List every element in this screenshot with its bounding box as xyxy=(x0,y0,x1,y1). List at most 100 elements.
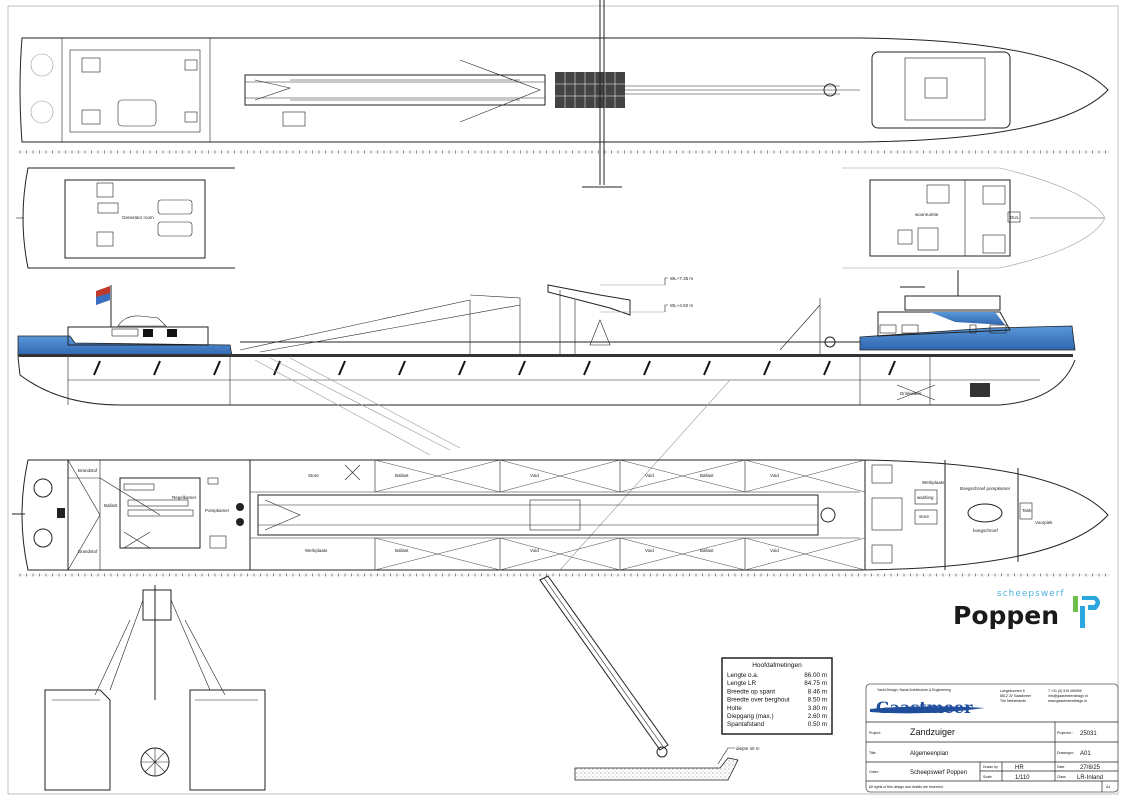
frame-mark xyxy=(703,360,711,376)
dimension-label: Diepgang (max.) xyxy=(727,713,774,720)
ladder-seabed-view: diepte 40 m xyxy=(539,575,760,781)
contact-line: T +31 (0) 515 469999 xyxy=(1048,689,1082,693)
brandstof-top-label: Brandstof xyxy=(78,468,98,473)
compartment-label: Ballast xyxy=(395,473,409,478)
werkplaats-fwd-label: Werkplaats xyxy=(922,480,945,485)
depth-label: diepte 40 m xyxy=(736,746,760,751)
bow-thruster-label: boegschroef xyxy=(973,528,999,533)
dimension-label: Breedte over berghout xyxy=(727,697,790,704)
compartment-cross xyxy=(744,459,866,493)
accommodation-aft-plan: Generator room xyxy=(16,167,235,269)
poppen-logo: scheepswerf Poppen xyxy=(953,589,1100,630)
hopper-grid xyxy=(555,72,625,108)
compartment-cross xyxy=(744,537,866,571)
projectnr-value: 25031 xyxy=(1080,731,1097,737)
frame-mark xyxy=(398,360,406,376)
car-icon xyxy=(117,99,157,127)
address-line: 8612 JV Gaastmeer xyxy=(1000,694,1032,698)
firm-logo: Gaastmeer xyxy=(876,698,973,717)
car-icon xyxy=(117,315,167,327)
frame-mark xyxy=(458,360,466,376)
address-line: The Netherlands xyxy=(1000,699,1026,703)
regelkamer-label: Regelkamer xyxy=(172,495,197,500)
sheet-border xyxy=(7,5,1119,795)
seabed xyxy=(574,757,739,781)
dimension-label: Breedte op spant xyxy=(727,688,775,695)
voorpiek-label: Voorpiek xyxy=(1035,520,1053,525)
dimension-label: Spantafstand xyxy=(727,721,765,728)
dimension-value: 8.50 m xyxy=(808,697,827,704)
title-block: Yacht Design, Naval Architecture & Engin… xyxy=(865,683,1119,793)
date-value: 27/8/25 xyxy=(1080,765,1101,771)
drawn-by-label: Drawn by xyxy=(983,765,998,769)
frame-mark xyxy=(643,360,651,376)
frame-mark xyxy=(213,360,221,376)
compartment-label: Ballast xyxy=(700,473,714,478)
dimension-value: 3.80 m xyxy=(808,705,827,712)
compartment-label: Ballast xyxy=(395,548,409,553)
store-fwd-label: store xyxy=(919,514,930,519)
dimension-value: 84.75 m xyxy=(804,680,827,687)
rights-note: All rights of this design and details ar… xyxy=(869,785,944,789)
compartment-cross xyxy=(374,459,501,493)
firm-tagline: Yacht Design, Naval Architecture & Engin… xyxy=(877,688,951,692)
mess-label: woonruimte xyxy=(915,212,939,217)
frame-mark xyxy=(153,360,161,376)
projectnr-label: Projectnr.: xyxy=(1057,731,1073,735)
stern-hull-blue xyxy=(17,335,233,357)
washing-label: washing xyxy=(917,495,934,500)
dimension-value: 8.46 m xyxy=(808,688,827,695)
side-elevation: Drinkwater WL+7.35 m WL+4.50 m xyxy=(17,270,1076,571)
generator-room-label: Generator room xyxy=(122,215,154,220)
logo-name: Poppen xyxy=(953,601,1059,630)
compartment-cross xyxy=(374,537,501,571)
dimension-value: 2.60 m xyxy=(808,713,827,720)
tag-label: DUL xyxy=(1010,215,1019,220)
contact-line: info@gaastmeerdesign.nl xyxy=(1048,694,1088,698)
frame-ruler-bottom xyxy=(18,573,1110,577)
scale-label: Scale xyxy=(983,775,992,779)
store-label: Store xyxy=(308,473,319,478)
tank-fwd-label: Tank xyxy=(1022,508,1032,513)
title-label: Title: xyxy=(869,751,876,755)
project-value: Zandzuiger xyxy=(910,727,955,737)
wl-lower-label: WL+4.50 m xyxy=(670,303,693,308)
address-line: Langebuorren 5 xyxy=(1000,689,1025,693)
compartment-label: Void xyxy=(530,548,539,553)
scale-value: 1/110 xyxy=(1015,775,1030,781)
date-label: Date xyxy=(1057,765,1064,769)
class-label: Class xyxy=(1057,775,1066,779)
frame-mark xyxy=(888,360,896,376)
accommodation-fwd-plan: woonruimte DUL xyxy=(842,167,1106,269)
drawingnr-label: Drawingnr.: xyxy=(1057,751,1075,755)
compartment-label: Ballast xyxy=(700,548,714,553)
ballast-aft-label: Ballast xyxy=(104,503,118,508)
class-value: LR-Inland xyxy=(1077,775,1103,781)
frame-mark xyxy=(518,360,526,376)
order-value: Scheepswerf Poppen xyxy=(910,770,967,776)
dimension-value: 0.50 m xyxy=(808,721,827,728)
wl-upper-label: WL+7.35 m xyxy=(670,276,693,281)
frame-mark xyxy=(338,360,346,376)
dimension-label: Lengte o.a. xyxy=(727,672,759,679)
contact-line: www.gaastmeerdesign.nl xyxy=(1048,699,1087,703)
logo-sub: scheepswerf xyxy=(997,589,1065,599)
frame-mark xyxy=(93,360,101,376)
frame-ruler-top xyxy=(18,150,1110,154)
frame-mark xyxy=(273,360,281,376)
hold-plan: Brandstof Brandstof Ballast Regelkamer P… xyxy=(12,459,1109,571)
werkplaats-label: Werkplaats xyxy=(305,548,328,553)
compartment-label: Void xyxy=(645,473,654,478)
frame-mark xyxy=(823,360,831,376)
brandstof-bottom-label: Brandstof xyxy=(78,549,98,554)
compartment-cross xyxy=(499,459,621,493)
frame-mark xyxy=(583,360,591,376)
crane-front-view xyxy=(44,585,266,791)
dimension-label: Lengte LR xyxy=(727,680,757,687)
drawn-by-value: HR xyxy=(1015,765,1024,771)
main-dimensions-table: Hoofdafmetingen Lengte o.a.86.00 mLengte… xyxy=(721,657,833,735)
compartment-label: Void xyxy=(770,473,779,478)
drawingnr-value: A01 xyxy=(1080,751,1091,757)
title-value: Algemeenplan xyxy=(910,751,948,757)
